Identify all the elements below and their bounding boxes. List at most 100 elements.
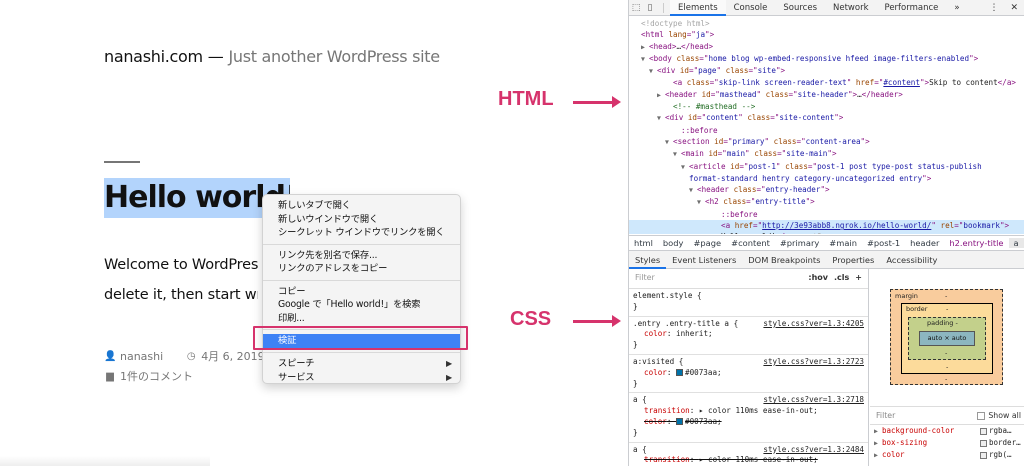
dom-node[interactable]: <a class="skip-link screen-reader-text" … [673, 78, 1016, 88]
css-source-link[interactable]: style.css?ver=1.3:2484 [763, 444, 864, 454]
post-comments-link[interactable]: 1件のコメント [120, 370, 193, 383]
computed-filter[interactable]: Filter Show all [870, 406, 1024, 425]
context-menu-item[interactable]: リンク先を別名で保存... [278, 249, 378, 261]
context-menu-item[interactable]: コピー [278, 285, 306, 297]
context-menu-item[interactable]: 新しいタブで開く [278, 200, 351, 211]
cls-toggle[interactable]: .cls [834, 273, 850, 283]
css-property[interactable]: transition: ▸ color 110ms ease-in-out; [644, 455, 818, 465]
context-menu-item[interactable]: 印刷... [278, 312, 305, 324]
css-selector[interactable]: .entry .entry-title a { [633, 318, 739, 328]
show-all-toggle[interactable]: Show all [977, 411, 1021, 420]
css-rule[interactable]: .entry .entry-title a { style.css?ver=1.3… [629, 317, 868, 355]
dom-node[interactable]: ▶<header id="masthead" class="site-heade… [629, 89, 1024, 101]
box-model-padding[interactable]: padding - auto × auto - [908, 317, 986, 360]
dom-node[interactable]: ::before [681, 125, 718, 135]
css-rule[interactable]: element.style {} [629, 289, 868, 317]
new-rule-button[interactable]: + [855, 273, 862, 283]
context-menu-item[interactable]: スピーチ▶ [278, 358, 452, 369]
breadcrumb-item[interactable]: h2.entry-title [949, 238, 1004, 248]
post-title[interactable]: Hello world! [104, 178, 290, 218]
css-property[interactable]: transition: ▸ color 110ms ease-in-out; [644, 406, 818, 416]
dom-node[interactable]: ▼<h2 class="entry-title"> [629, 196, 1024, 208]
dom-node[interactable]: format-standard hentry category-uncatego… [689, 173, 932, 183]
expand-triangle-icon[interactable]: ▼ [689, 186, 693, 195]
context-menu-item[interactable]: 検証 [263, 334, 460, 348]
dom-tree[interactable]: … <!doctype html><html lang="ja">▶<head>… [629, 16, 1024, 234]
dom-node[interactable]: ▼<article id="post-1" class="post-1 post… [629, 161, 1024, 173]
breadcrumb-item[interactable]: html [634, 238, 653, 248]
expand-triangle-icon[interactable]: ▶ [641, 42, 645, 51]
computed-filter-input[interactable]: Filter [876, 411, 896, 420]
dom-node[interactable]: Hello world!</a> == $0 [629, 231, 1024, 234]
box-model-margin[interactable]: margin - border - padding - auto × auto … [890, 289, 1003, 385]
styles-subtab[interactable]: Accessibility [886, 254, 938, 265]
expand-triangle-icon[interactable]: ▼ [649, 67, 653, 76]
dom-node[interactable]: ▼<section id="primary" class="content-ar… [629, 136, 1024, 148]
site-name[interactable]: nanashi.com [104, 47, 203, 66]
expand-triangle-icon[interactable]: ▼ [681, 162, 685, 171]
dom-node[interactable]: <a href="http://3e93abb8.ngrok.io/hello-… [629, 220, 1024, 232]
breadcrumb-item[interactable]: a [1008, 238, 1024, 248]
styles-subtab[interactable]: Properties [832, 254, 875, 265]
devtools-tab-sources[interactable]: Sources [783, 2, 817, 13]
styles-filter[interactable]: Filter :hov .cls + [629, 269, 868, 289]
dom-node[interactable]: ▼<div id="page" class="site"> [629, 65, 1024, 77]
context-menu-item[interactable]: Google で「Hello world!」を検索 [278, 299, 421, 310]
close-icon[interactable]: ✕ [1010, 3, 1018, 13]
css-selector[interactable]: a:visited { [633, 356, 684, 366]
styles-filter-input[interactable]: Filter [635, 273, 655, 283]
hov-toggle[interactable]: :hov [808, 273, 828, 283]
css-source-link[interactable]: style.css?ver=1.3:4205 [763, 318, 864, 328]
css-property[interactable]: color: inherit; [644, 329, 713, 339]
dom-node[interactable]: ▼<main id="main" class="site-main"> [629, 148, 1024, 160]
dom-node[interactable]: <!doctype html> [641, 19, 710, 28]
css-rule[interactable]: a:visited { style.css?ver=1.3:2723 color: … [629, 355, 868, 394]
devtools-tab-network[interactable]: Network [833, 2, 869, 13]
post-date[interactable]: 4月 6, 2019 [201, 350, 265, 363]
expand-triangle-icon[interactable]: ▼ [697, 198, 701, 207]
breadcrumb-item[interactable]: body [662, 238, 684, 248]
expand-triangle-icon[interactable]: ▶ [657, 90, 661, 99]
breadcrumb-item[interactable]: #content [731, 238, 770, 248]
post-author[interactable]: nanashi [120, 349, 164, 363]
styles-subtab[interactable]: Styles [629, 251, 667, 269]
inspect-cursor-icon[interactable]: ⬚ [631, 2, 641, 13]
css-source-link[interactable]: style.css?ver=1.3:2718 [763, 395, 864, 405]
breadcrumb-item[interactable]: #main [829, 238, 857, 248]
styles-subtab[interactable]: DOM Breakpoints [748, 254, 821, 265]
device-toolbar-icon[interactable]: ▯ [647, 2, 653, 13]
expand-triangle-icon[interactable]: ▼ [641, 54, 645, 63]
expand-triangle-icon[interactable]: ▼ [657, 114, 661, 123]
dom-node[interactable]: ▼<div id="content" class="site-content"> [629, 112, 1024, 124]
expand-triangle-icon[interactable]: ▼ [665, 137, 669, 146]
dom-node[interactable]: ::before [721, 209, 758, 219]
context-menu-item[interactable]: 新しいウインドウで開く [278, 213, 379, 225]
devtools-tab-console[interactable]: Console [733, 2, 768, 13]
styles-subtab[interactable]: Event Listeners [672, 254, 737, 265]
dom-node[interactable]: <html lang="ja"> [641, 30, 715, 40]
kebab-menu-icon[interactable]: ⋮ [989, 3, 999, 13]
dom-node[interactable]: ▼<header class="entry-header"> [629, 184, 1024, 196]
expand-triangle-icon[interactable]: ▼ [673, 150, 677, 159]
devtools-tab-elements[interactable]: Elements [670, 0, 726, 16]
devtools-tab-performance[interactable]: Performance [884, 2, 939, 13]
css-property[interactable]: color: #0073aa; [644, 416, 722, 426]
show-all-checkbox[interactable] [977, 411, 986, 420]
more-tabs-button[interactable]: » [954, 2, 960, 13]
context-menu-item[interactable]: シークレット ウインドウでリンクを開く [278, 227, 445, 238]
breadcrumb-item[interactable]: #page [693, 238, 722, 248]
dom-node[interactable]: ▼<body class="home blog wp-embed-respons… [629, 53, 1024, 65]
color-swatch-icon[interactable] [676, 369, 684, 377]
css-selector[interactable]: a { [633, 444, 647, 454]
box-model-content[interactable]: auto × auto [919, 331, 975, 346]
css-selector[interactable]: a { [633, 395, 647, 405]
css-property[interactable]: color: #0073aa; [644, 367, 722, 377]
dom-node[interactable]: <!-- #masthead --> [673, 102, 756, 112]
context-menu-item[interactable]: リンクのアドレスをコピー [278, 263, 388, 274]
css-source-link[interactable]: style.css?ver=1.3:2723 [763, 356, 864, 366]
